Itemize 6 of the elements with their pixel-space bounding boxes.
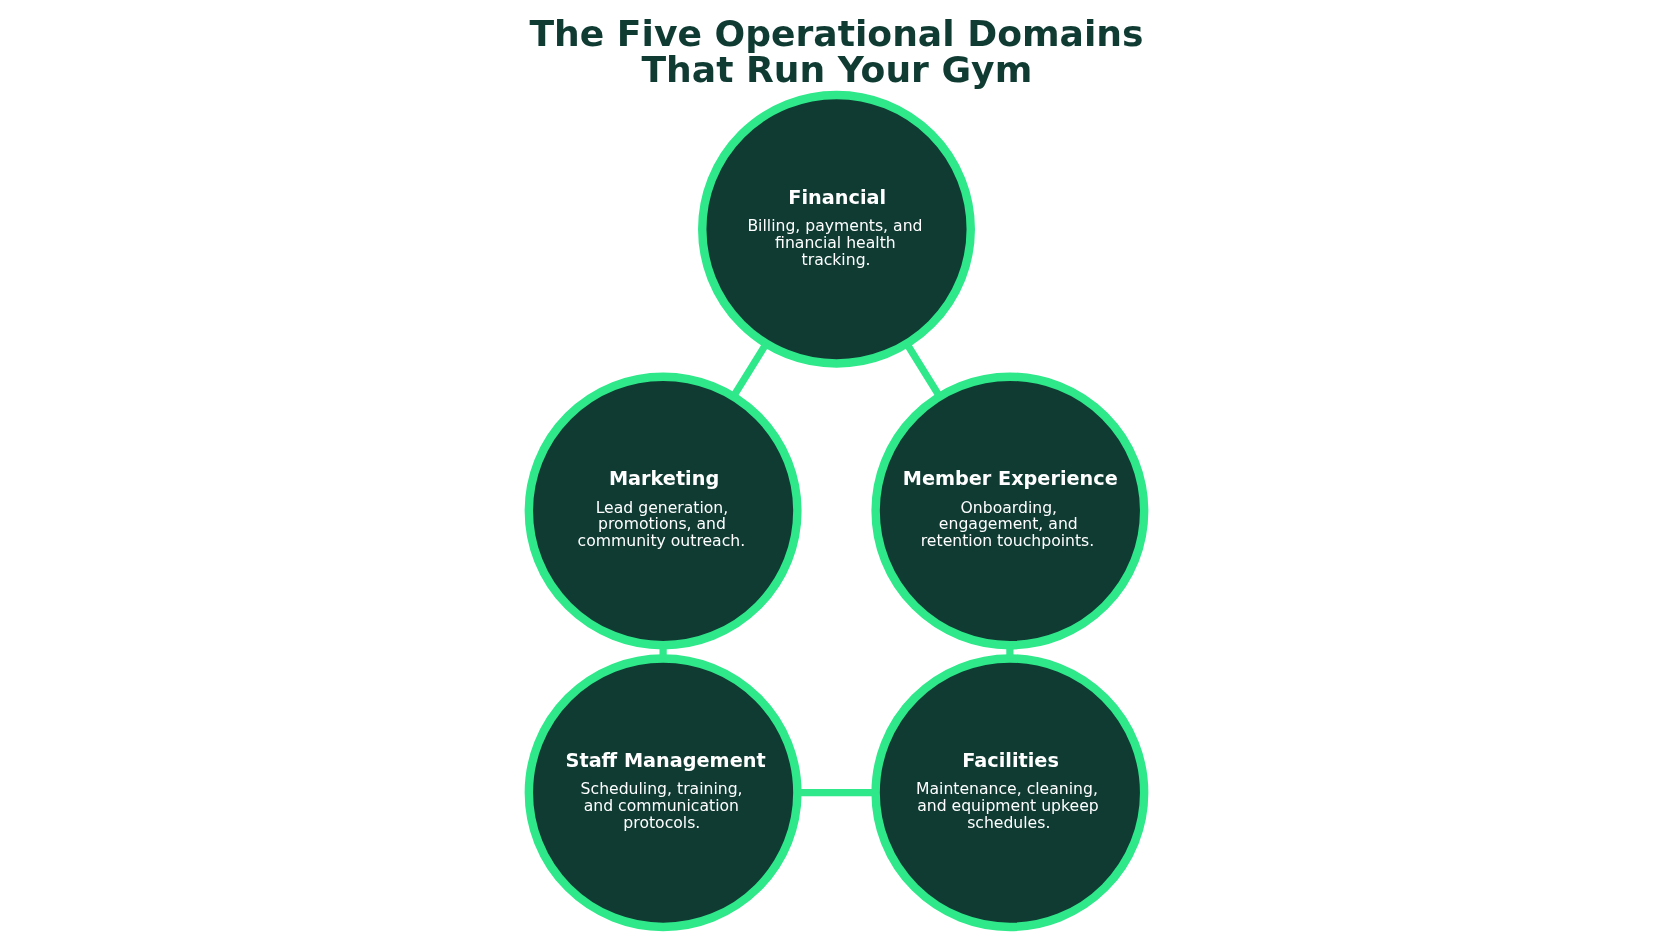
node-circle: Marketing Lead generation, promotions, and community outreach. bbox=[524, 372, 802, 650]
node-circle: Facilities Maintenance, cleaning, and equipment upkeep schedules. bbox=[870, 654, 1148, 932]
node-circle: Staff Management Scheduling, training, and communication protocols. bbox=[524, 654, 802, 932]
node-circle: Financial Billing, payments, and financial health tracking. bbox=[697, 90, 975, 368]
node-circle: Member Experience Onboarding, engagement, and retention touchpoints. bbox=[870, 372, 1148, 650]
diagram-title: The Five Operational Domains That Run Your Gym bbox=[528, 11, 1144, 91]
